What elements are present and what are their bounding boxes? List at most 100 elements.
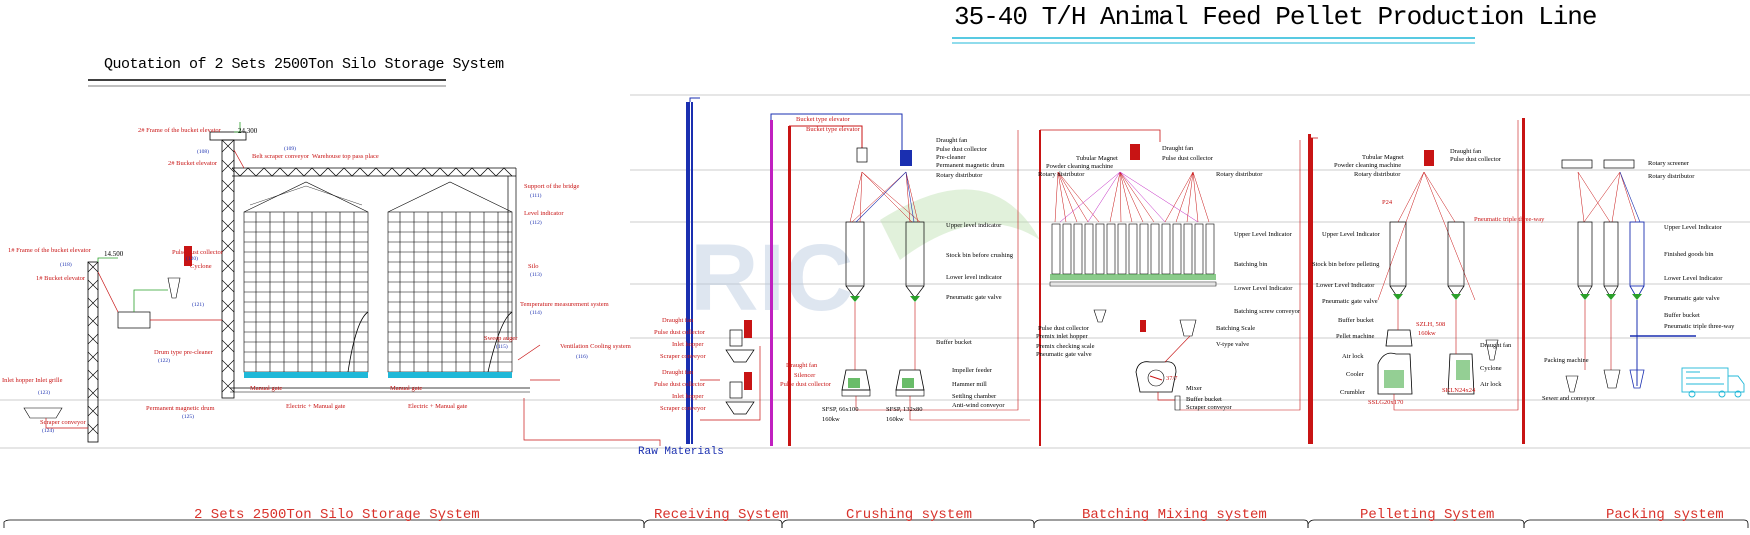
diagram-annotation: Silo [528,263,538,270]
diagram-annotation: Inlet hopper [672,341,704,348]
diagram-shape [1377,352,1413,395]
diagram-shape [910,296,920,302]
diagram-annotation: Cyclone [1480,365,1502,372]
diagram-annotation: (116) [576,353,588,360]
diagram-shape [1050,274,1216,280]
diagram-shape [1718,390,1726,398]
diagram-annotation: Permanent magnetic drum [936,162,1005,169]
silo-2-base [388,372,512,378]
diagram-shape [855,171,915,223]
diagram-shape [523,398,661,446]
diagram-annotation: 1# Bucket elevator [36,275,86,282]
diagram-shape [1179,319,1197,337]
diagram-annotation: Crumbler [1340,389,1366,396]
diagram-shape [231,167,513,177]
diagram-shape [848,378,860,388]
diagram-shape [1062,223,1072,275]
diagram-shape [1584,300,1612,370]
diagram-shape [1164,171,1210,223]
diagram-annotation: Pneumatic triple three-way [1474,216,1545,223]
diagram-shape [517,344,541,361]
diagram-shape [1128,223,1138,275]
section-label-receiving: Receiving System [654,507,789,523]
diagram-shape [849,171,921,223]
diagram-shape [1603,221,1619,287]
diagram-shape [789,125,863,148]
diagram-annotation: Temperature measurement system [520,301,609,308]
silo-1-base [244,372,368,378]
diagram-shape [1157,392,1175,401]
diagram-annotation: Silencer [794,372,816,379]
diagram-annotation: Settling chamber [952,393,997,400]
guide-lines [0,94,1750,449]
diagram-annotation: Stock bin before pelleting [1312,261,1380,268]
diagram-shape [1523,519,1749,528]
diagram-shape [1385,329,1413,347]
diagram-shape [1393,120,1519,411]
diagram-shape [1681,367,1729,393]
diagram-shape [243,181,369,213]
diagram-shape [209,131,247,141]
diagram-annotation: Tubular Magnet [1076,155,1118,162]
diagram-shape [1389,221,1407,287]
diagram-shape [1456,360,1470,380]
diagram-shape [850,296,860,302]
diagram-annotation: Electric + Manual gate [286,403,346,410]
diagram-annotation: Scraper conveyor [660,405,706,412]
diagram-annotation: Batching Scale [1216,325,1255,332]
diagram-shape [1584,300,1612,370]
pelleting-system: Tubular Magnet Powder cleaning machine R… [1310,118,1545,444]
diagram-annotation: Powder cleaning machine [1046,163,1113,170]
diagram-annotation: Premix checking scale [1036,343,1095,350]
diagram-annotation: Rotary distributor [1216,171,1263,178]
diagram-shape [1561,159,1593,169]
diagram-annotation: Belt scraper conveyor [252,153,310,160]
diagram-annotation: Pneumatic gate valve [1664,295,1720,302]
bucket-elevator-1 [87,261,99,443]
diagram-shape [1393,120,1519,411]
diagram-annotation: Stock bin before crushing [946,252,1014,259]
cyclone [167,277,181,299]
diagram-shape [1384,370,1404,388]
diagram-shape [841,389,871,397]
diagram-shape [1073,223,1083,275]
diagram-annotation: Sweep auger [484,335,518,342]
diagram-shape [388,221,512,363]
diagram-shape [1580,294,1590,300]
diagram-annotation: 37/7 [1166,375,1178,382]
diagram-shape [1117,223,1127,275]
diagram-annotation: (112) [530,219,542,226]
diagram-shape [1577,171,1637,223]
diagram-annotation: Manual gate [250,385,282,392]
diagram-annotation: Warehouse top pass place [312,153,379,160]
diagram-shape [788,126,791,446]
diagram-shape [1161,223,1171,275]
diagram-shape [1310,138,1313,444]
diagram-shape [1307,519,1525,528]
diagram-annotation: Pulse dust collector [780,381,832,388]
diagram-annotation: Upper Level Indicator [1322,231,1381,238]
diagram-annotation: Pulse dust collector [1450,156,1502,163]
diagram-annotation: Draught fan [1162,145,1194,152]
diagram-annotation: Batching screw conveyor [1234,308,1301,315]
diagram-annotation: Hammer mill [952,381,987,388]
diagram-shape [1109,171,1155,223]
diagram-annotation: Lower Level Indicator [1234,285,1293,292]
diagram-shape [689,97,700,102]
silo-2 [347,181,513,373]
diagram-shape [900,150,912,166]
diagram-shape [1049,281,1217,287]
diagram-annotation: Pulse dust collector [654,381,706,388]
silo-storage-system: 24.300 14.500 2# Frame of the bucket ele… [2,122,661,446]
diagram-annotation: V-type valve [1216,341,1249,348]
diagram-annotation: Mixer [1186,385,1203,392]
diagram-annotation: Permanent magnetic drum [146,405,215,412]
diagram-shape [1180,140,1301,411]
diagram-shape [1130,144,1140,160]
elevation-top: 24.300 [238,127,258,135]
diagram-shape [1424,150,1434,166]
diagram-annotation: Lower Level Indicator [1316,282,1375,289]
diagram-shape [1164,140,1301,411]
diagram-shape [221,139,235,399]
